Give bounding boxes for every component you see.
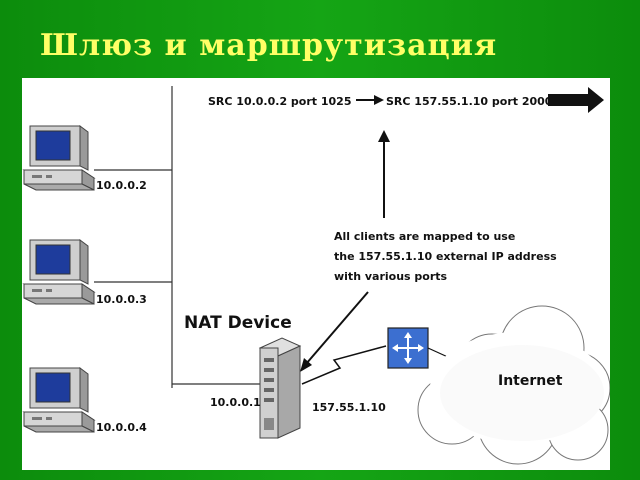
client-ip-label: 10.0.0.2 [96, 179, 147, 192]
slide-title: Шлюз и маршрутизация [40, 28, 498, 63]
nat-inner-ip-label: 10.0.0.1 [210, 396, 261, 409]
client-computer-icon [23, 239, 95, 305]
arrow-right-icon [374, 95, 384, 105]
diagram-panel: 10.0.0.2 10.0.0.3 10.0.0.4 SRC 10.0.0.2 … [22, 78, 610, 470]
src-before-label: SRC 10.0.0.2 port 1025 [208, 95, 352, 108]
client-computer-icon [23, 125, 95, 191]
outbound-arrow-icon [548, 87, 604, 113]
internet-cloud-icon [417, 305, 610, 465]
arrow-up-icon [378, 130, 390, 142]
client-ip-label: 10.0.0.3 [96, 293, 147, 306]
nat-device-label: NAT Device [184, 313, 292, 333]
wan-link-icon [301, 345, 387, 385]
internet-label: Internet [498, 373, 563, 389]
nat-diagram: 10.0.0.2 10.0.0.3 10.0.0.4 SRC 10.0.0.2 … [23, 86, 610, 465]
mapping-note-line: the 157.55.1.10 external IP address [334, 250, 557, 263]
mapping-note-line: with various ports [334, 270, 448, 283]
client-ip-label: 10.0.0.4 [96, 421, 147, 434]
arrow-diagonal-icon [300, 358, 312, 372]
nat-outer-ip-label: 157.55.1.10 [312, 401, 386, 414]
mapping-note-line: All clients are mapped to use [334, 230, 515, 243]
router-icon [387, 327, 429, 369]
client-computer-icon [23, 367, 95, 433]
src-after-label: SRC 157.55.1.10 port 2000 [386, 95, 553, 108]
nat-server-icon [258, 337, 302, 439]
